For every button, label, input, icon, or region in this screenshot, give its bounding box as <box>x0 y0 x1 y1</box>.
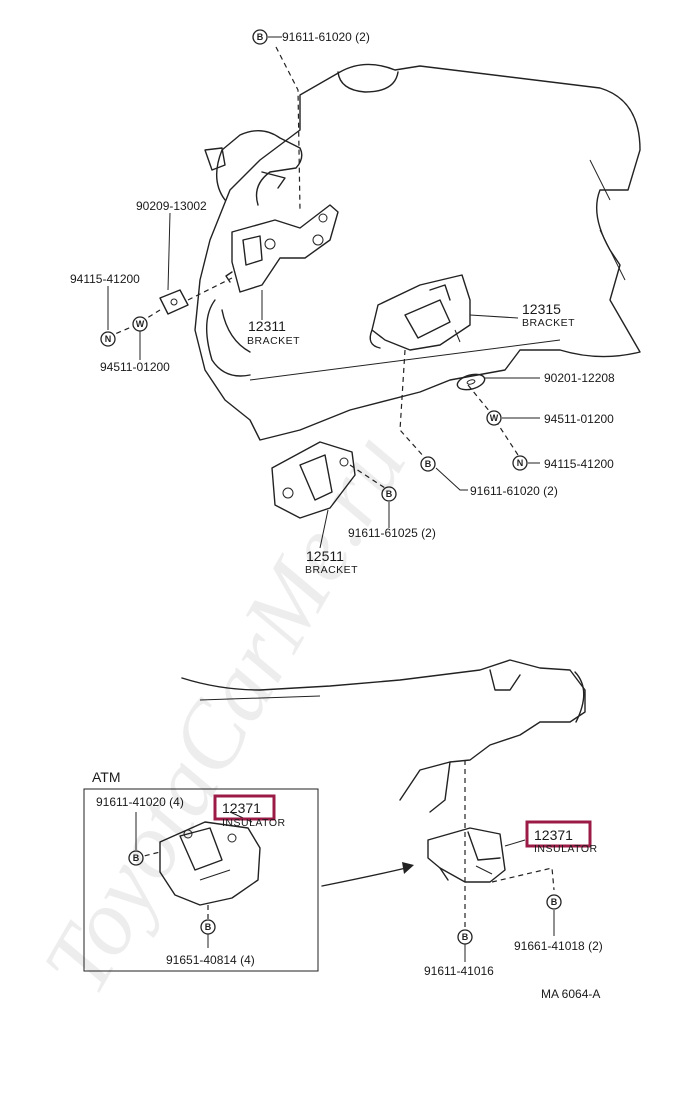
label-91651-40814: 91651-40814 (4) <box>166 953 255 967</box>
svg-text:B: B <box>425 459 432 469</box>
label-94511-01200-left: 94511-01200 <box>100 360 170 374</box>
bolt-badge-41018: B <box>546 894 562 910</box>
label-91611-61020-top: 91611-61020 (2) <box>282 30 370 44</box>
engine-block-drawing <box>194 63 641 441</box>
svg-text:B: B <box>257 32 264 42</box>
label-91611-41016: 91611-41016 <box>424 964 494 978</box>
label-90209-13002: 90209-13002 <box>136 199 207 213</box>
label-90201-12208: 90201-12208 <box>544 371 615 385</box>
label-12371-name: INSULATOR <box>534 843 598 855</box>
label-12315-number: 12315 <box>522 301 561 317</box>
svg-text:N: N <box>517 458 524 468</box>
svg-text:B: B <box>386 489 393 499</box>
bracket-12315-drawing <box>369 274 471 351</box>
atm-box <box>83 788 319 972</box>
leader-lines-upper <box>107 36 540 549</box>
bracket-12311-drawing <box>225 204 339 293</box>
transmission-drawing <box>181 659 586 813</box>
small-parts-drawing <box>159 289 486 391</box>
washer-badge-left: W <box>132 316 148 332</box>
label-12371-number: 12371 <box>534 827 573 843</box>
bolt-badge-mid: B <box>420 456 436 472</box>
watermark-text: ToyotaCarMe.ru <box>23 416 426 1010</box>
label-91661-41018: 91661-41018 (2) <box>514 939 603 953</box>
washer-badge-right: W <box>486 410 502 426</box>
label-12311-name: BRACKET <box>247 335 300 347</box>
label-94511-01200-right: 94511-01200 <box>544 412 614 426</box>
svg-text:B: B <box>133 853 140 863</box>
label-12371-atm-name: INSULATOR <box>222 817 286 829</box>
svg-text:B: B <box>551 897 558 907</box>
svg-text:B: B <box>462 932 469 942</box>
label-atm: ATM <box>92 769 121 785</box>
assembly-lines-upper <box>107 46 519 491</box>
svg-text:N: N <box>105 334 112 344</box>
label-91611-41020: 91611-41020 (4) <box>96 795 184 809</box>
bolt-badge-atm-top: B <box>128 850 144 866</box>
nut-badge-right: N <box>512 455 528 471</box>
label-12511-name: BRACKET <box>305 564 358 576</box>
highlight-12371-atm <box>213 794 276 821</box>
bolt-badge-atm-bottom: B <box>200 919 216 935</box>
nut-badge-left: N <box>100 331 116 347</box>
bolt-badge-top: B <box>252 29 268 45</box>
svg-text:W: W <box>490 413 499 423</box>
label-91611-61025: 91611-61025 (2) <box>348 526 436 540</box>
highlight-12371 <box>525 820 592 848</box>
diagram-reference-code: MA 6064-A <box>541 987 600 1001</box>
flow-arrow <box>321 862 414 887</box>
label-12315-name: BRACKET <box>522 317 575 329</box>
insulator-12371-drawing <box>427 827 506 883</box>
bolt-badge-12511: B <box>381 486 397 502</box>
svg-text:B: B <box>205 922 212 932</box>
label-12371-atm-number: 12371 <box>222 800 261 816</box>
bracket-12511-drawing <box>271 441 356 519</box>
label-94115-41200-left: 94115-41200 <box>70 272 140 286</box>
svg-text:W: W <box>136 319 145 329</box>
bolt-badge-41016: B <box>457 929 473 945</box>
label-94115-41200-right: 94115-41200 <box>544 457 614 471</box>
label-12511-number: 12511 <box>306 548 344 564</box>
label-12311-number: 12311 <box>248 318 286 334</box>
label-91611-61020-mid: 91611-61020 (2) <box>470 484 558 498</box>
